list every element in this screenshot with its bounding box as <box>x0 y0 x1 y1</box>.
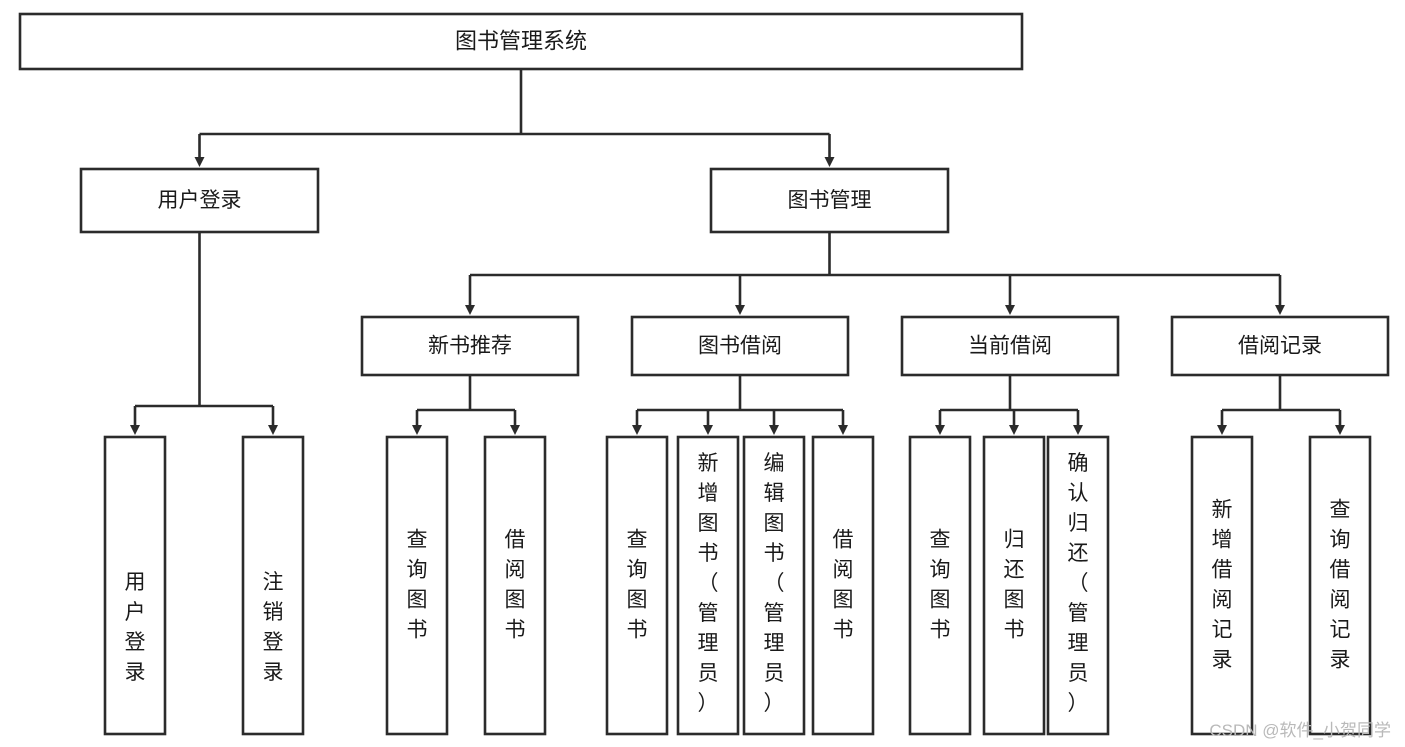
leaf-node-2-label: 查询图书 <box>407 528 428 641</box>
leaf-node-7[interactable]: 借阅图书 <box>811 435 875 736</box>
root-node-box <box>18 12 1024 71</box>
leaf-node-5-box <box>676 435 740 736</box>
leaf-node-2[interactable]: 查询图书 <box>385 435 449 736</box>
leaf-node-6-box <box>742 435 806 736</box>
leaf-node-2-box <box>385 435 449 736</box>
level2-node-0-label: 新书推荐 <box>428 335 512 358</box>
leaf-node-4[interactable]: 查询图书 <box>605 435 669 736</box>
leaf-node-6[interactable]: 编辑图书（管理员） <box>742 435 806 736</box>
leaf-node-7-label: 借阅图书 <box>833 528 854 641</box>
leaf-node-5[interactable]: 新增图书（管理员） <box>676 435 740 736</box>
level2-node-2-label: 当前借阅 <box>968 335 1052 358</box>
leaf-node-11-box <box>1190 435 1254 736</box>
level2-node-3-box <box>1170 315 1390 377</box>
level1-node-1-box <box>709 167 950 234</box>
level2-node-3-label: 借阅记录 <box>1238 335 1322 358</box>
leaf-node-0-label: 用户登录 <box>125 571 146 684</box>
leaf-node-10-box <box>1046 435 1110 736</box>
leaf-node-4-box <box>605 435 669 736</box>
leaf-node-12[interactable]: 查询借阅记录 <box>1308 435 1372 736</box>
level1-node-1-label: 图书管理 <box>788 189 872 212</box>
leaf-node-12-label: 查询借阅记录 <box>1330 498 1351 671</box>
leaf-node-6-label: 编辑图书（管理员） <box>764 452 785 715</box>
leaf-node-7-box <box>811 435 875 736</box>
level2-node-2-box <box>900 315 1120 377</box>
leaf-node-3-box <box>483 435 547 736</box>
leaf-node-5-label: 新增图书（管理员） <box>698 452 719 715</box>
leaf-node-3-label: 借阅图书 <box>505 528 526 641</box>
leaf-node-4-label: 查询图书 <box>627 528 648 641</box>
leaf-node-11[interactable]: 新增借阅记录 <box>1190 435 1254 736</box>
leaf-node-1-label: 注销登录 <box>263 571 284 684</box>
connector-edges <box>130 69 1345 435</box>
leaf-node-9-box <box>982 435 1046 736</box>
level2-node-1-label: 图书借阅 <box>698 335 782 358</box>
root-node[interactable]: 图书管理系统 <box>18 12 1024 71</box>
level2-node-0-box <box>360 315 580 377</box>
level1-node-0[interactable]: 用户登录 <box>79 167 320 234</box>
leaf-node-12-box <box>1308 435 1372 736</box>
level2-node-2[interactable]: 当前借阅 <box>900 315 1120 377</box>
leaf-node-0[interactable]: 用户登录 <box>103 435 167 736</box>
level2-node-1[interactable]: 图书借阅 <box>630 315 850 377</box>
level2-node-1-box <box>630 315 850 377</box>
level2-node-0[interactable]: 新书推荐 <box>360 315 580 377</box>
leaf-node-8-label: 查询图书 <box>930 528 951 641</box>
leaf-node-1[interactable]: 注销登录 <box>241 435 305 736</box>
leaf-node-8[interactable]: 查询图书 <box>908 435 972 736</box>
leaf-node-0-box <box>103 435 167 736</box>
level1-node-0-label: 用户登录 <box>158 189 242 212</box>
node-boxes: 图书管理系统用户登录图书管理新书推荐图书借阅当前借阅借阅记录用户登录注销登录查询… <box>18 12 1390 736</box>
level2-node-3[interactable]: 借阅记录 <box>1170 315 1390 377</box>
leaf-node-9[interactable]: 归还图书 <box>982 435 1046 736</box>
level1-node-1[interactable]: 图书管理 <box>709 167 950 234</box>
root-node-label: 图书管理系统 <box>455 28 587 53</box>
leaf-node-9-label: 归还图书 <box>1004 528 1025 641</box>
level1-node-0-box <box>79 167 320 234</box>
leaf-node-3[interactable]: 借阅图书 <box>483 435 547 736</box>
leaf-node-10[interactable]: 确认归还（管理员） <box>1046 435 1110 736</box>
leaf-node-10-label: 确认归还（管理员） <box>1068 452 1089 715</box>
leaf-node-1-box <box>241 435 305 736</box>
leaf-node-8-box <box>908 435 972 736</box>
leaf-node-11-label: 新增借阅记录 <box>1212 498 1233 671</box>
